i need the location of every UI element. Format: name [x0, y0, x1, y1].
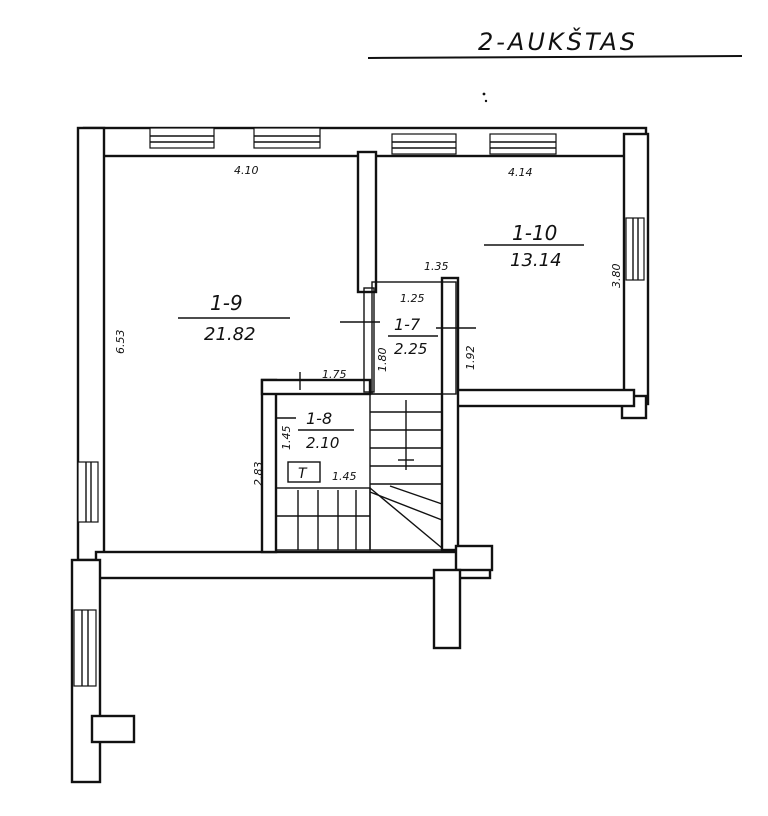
wall-room-8-top: [260, 378, 372, 396]
plan-title: 2-AUKŠTAS: [367, 26, 743, 103]
wall-corridor: [94, 550, 492, 580]
room-number: 1-7: [394, 315, 421, 334]
window-right: [625, 217, 645, 281]
wall-room-7-left: [363, 287, 375, 393]
dim-room-9-depth: 6.53: [114, 330, 127, 355]
room-1-7-label: 1-7 2.25: [388, 315, 438, 358]
stair-lower-flight: [275, 487, 371, 551]
room-1-9-label: 1-9 21.82: [178, 291, 290, 345]
room-number: 1-8: [306, 409, 332, 428]
room-area: 2.25: [394, 340, 427, 358]
dim-room-8-width-bottom: 1.45: [332, 470, 357, 483]
walls: [70, 126, 650, 784]
window-top-1: [149, 127, 215, 149]
dim-room-10-width: 4.14: [508, 166, 533, 179]
stair-symbol: T: [298, 466, 308, 482]
wall-bottom-stub: [90, 714, 136, 744]
dim-room-10-depth: 3.80: [610, 264, 623, 289]
title-underline: [367, 55, 743, 59]
wall-bottom-room-10: [454, 388, 636, 408]
window-top-4: [489, 133, 557, 155]
dim-room-7-width-top: 1.35: [424, 260, 449, 273]
window-left-2: [73, 609, 97, 687]
window-left-1: [77, 461, 99, 523]
window-top-2: [253, 127, 321, 149]
staircase: T: [275, 393, 443, 551]
ink-dot: [482, 92, 486, 96]
windows: [73, 127, 645, 687]
dimension-ticks: [276, 321, 476, 419]
room-number: 1-10: [512, 221, 557, 245]
room-area: 13.14: [510, 250, 562, 271]
wall-corridor-stub: [454, 544, 494, 572]
wall-stub-down: [432, 568, 462, 650]
room-area: 2.10: [306, 434, 339, 452]
title-text: 2-AUKŠTAS: [478, 26, 638, 56]
window-top-3: [391, 133, 457, 155]
stair-symbol-box: [287, 461, 321, 483]
dim-room-9-width: 4.10: [234, 164, 259, 177]
dim-room-8-depth: 1.45: [280, 426, 293, 451]
dim-room-7-depth-left: 1.80: [376, 348, 389, 373]
dim-room-7-depth-right: 1.92: [464, 346, 477, 371]
room-1-8-label: 1-8 2.10: [298, 409, 354, 452]
dimension-labels: 4.10 6.53 4.14 3.80 1.35 1.25 1.80 1.92 …: [114, 164, 623, 486]
dim-room-7-width-inner: 1.25: [400, 292, 425, 305]
wall-partition-9-10: [356, 150, 378, 294]
room-number: 1-9: [210, 291, 243, 315]
ink-dot: [484, 99, 488, 103]
dim-room-8-outer-depth: 2.83: [252, 462, 265, 487]
room-1-10-label: 1-10 13.14: [484, 221, 584, 271]
stair-outline: [369, 393, 443, 551]
room-area: 21.82: [204, 324, 256, 345]
dim-room-8-width-top: 1.75: [322, 368, 347, 381]
